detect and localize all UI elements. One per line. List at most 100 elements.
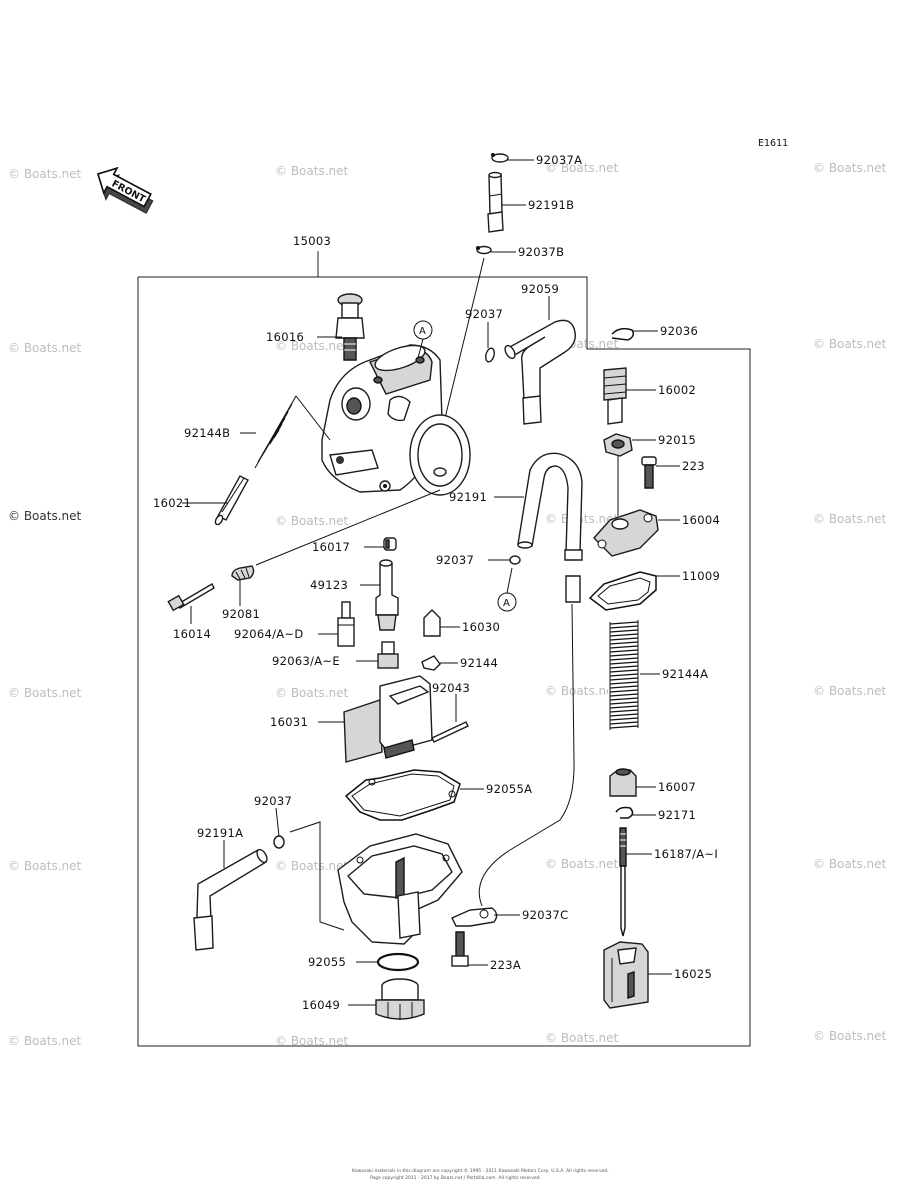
- part-label: 92037C: [522, 908, 568, 922]
- watermark: © Boats.net: [813, 512, 887, 526]
- part-label: 92144A: [662, 667, 708, 681]
- watermark: © Boats.net: [8, 509, 82, 523]
- part-label: 92144: [460, 656, 498, 670]
- part-label: 92171: [658, 808, 696, 822]
- tube-92191a: [193, 848, 268, 951]
- part-label: 16021: [153, 496, 191, 510]
- watermark: © Boats.net: [813, 857, 887, 871]
- watermarks: © Boats.net © Boats.net © Boats.net © Bo…: [8, 161, 887, 1048]
- part-label: 92064/A~D: [234, 627, 304, 641]
- clip-92144: [421, 655, 441, 671]
- part-label: 16031: [270, 715, 308, 729]
- float-16031: [343, 675, 433, 763]
- spring-92144a: [608, 620, 640, 732]
- part-label: 16030: [462, 620, 500, 634]
- part-label: 16002: [658, 383, 696, 397]
- watermark: © Boats.net: [275, 686, 349, 700]
- plug-16049: [375, 978, 425, 1020]
- float-bowl: [337, 833, 463, 945]
- collar-92037: [273, 835, 285, 849]
- part-label: 92191: [449, 490, 487, 504]
- watermark: © Boats.net: [813, 337, 887, 351]
- vent-line: [444, 257, 485, 419]
- watermark: © Boats.net: [545, 684, 619, 698]
- part-label: 92036: [660, 324, 698, 338]
- valve-16030: [423, 609, 441, 637]
- part-label: 92081: [222, 607, 260, 621]
- seat-16007: [609, 768, 637, 797]
- front-arrow-icon: FRONT: [97, 166, 154, 214]
- cap-16016: [335, 293, 365, 361]
- diagram-ref-code: E1611: [758, 138, 788, 149]
- part-label: 92015: [658, 433, 696, 447]
- part-label: 92037: [465, 307, 503, 321]
- watermark: © Boats.net: [545, 857, 619, 871]
- spring-92144b: [254, 395, 331, 469]
- part-label: 15003: [293, 234, 331, 248]
- watermark: © Boats.net: [275, 1034, 349, 1048]
- watermark: © Boats.net: [8, 341, 82, 355]
- screw-16021: [214, 475, 249, 526]
- collar-92037: [509, 555, 521, 565]
- marker-a: A: [413, 320, 433, 359]
- gasket-92055a: [344, 769, 461, 821]
- part-label: 92037: [254, 794, 292, 808]
- spring-92081: [231, 565, 255, 581]
- jet-92063: [377, 641, 399, 669]
- part-label: 49123: [310, 578, 348, 592]
- adjuster-16002: [603, 367, 627, 425]
- clamp-92037c: [451, 907, 498, 927]
- watermark: © Boats.net: [8, 859, 82, 873]
- screw-16014: [167, 583, 215, 612]
- watermark: © Boats.net: [8, 1034, 82, 1048]
- part-label: 16017: [312, 540, 350, 554]
- svg-text:A: A: [503, 598, 510, 609]
- part-label: 92037: [436, 553, 474, 567]
- part-label: 16025: [674, 967, 712, 981]
- tube-92059: [504, 319, 576, 425]
- part-label: 16187/A~I: [654, 847, 718, 861]
- part-label: 92059: [521, 282, 559, 296]
- watermark: © Boats.net: [275, 859, 349, 873]
- watermark: © Boats.net: [813, 161, 887, 175]
- clip-92037a: [491, 153, 509, 163]
- oring-92055: [376, 952, 420, 972]
- part-label: 223A: [490, 958, 521, 972]
- carburetor-body: [321, 344, 471, 496]
- part-label: 16014: [173, 627, 211, 641]
- watermark: © Boats.net: [545, 1031, 619, 1045]
- clip-92036: [611, 327, 635, 341]
- watermark: © Boats.net: [545, 512, 619, 526]
- leader-lines: [182, 159, 680, 1006]
- part-label: 92043: [432, 681, 470, 695]
- part-label: 92055: [308, 955, 346, 969]
- ring-92037: [485, 347, 495, 363]
- pin-92043: [431, 721, 469, 743]
- nut-92015: [603, 433, 633, 457]
- tube-92191: [517, 452, 583, 603]
- watermark: © Boats.net: [813, 684, 887, 698]
- holder-49123: [375, 559, 399, 631]
- drain-line: [289, 821, 345, 931]
- marker-a: A: [497, 567, 517, 612]
- part-label: 92037A: [536, 153, 582, 167]
- needle-16187: [619, 827, 627, 937]
- clip-16017: [383, 537, 397, 551]
- watermark: © Boats.net: [275, 164, 349, 178]
- tube-92191b: [487, 171, 504, 233]
- footer-copyright: Kawasaki materials in this diagram are c…: [352, 1167, 609, 1181]
- assembly-frame: [137, 251, 751, 1047]
- svg-text:Kawasaki materials in this dia: Kawasaki materials in this diagram are c…: [352, 1167, 609, 1174]
- watermark: © Boats.net: [545, 161, 619, 175]
- clip-92037b: [476, 245, 492, 255]
- part-label: 16007: [658, 780, 696, 794]
- screw-axis-line: [255, 489, 441, 566]
- part-label: 92144B: [184, 426, 230, 440]
- watermark: © Boats.net: [813, 1029, 887, 1043]
- svg-text:Page copyright 2011 - 2017 by: Page copyright 2011 - 2017 by Boats.net …: [370, 1175, 541, 1181]
- part-label: 16049: [302, 998, 340, 1012]
- part-label: 223: [682, 459, 705, 473]
- part-label: 92055A: [486, 782, 532, 796]
- screw-223a: [451, 931, 469, 967]
